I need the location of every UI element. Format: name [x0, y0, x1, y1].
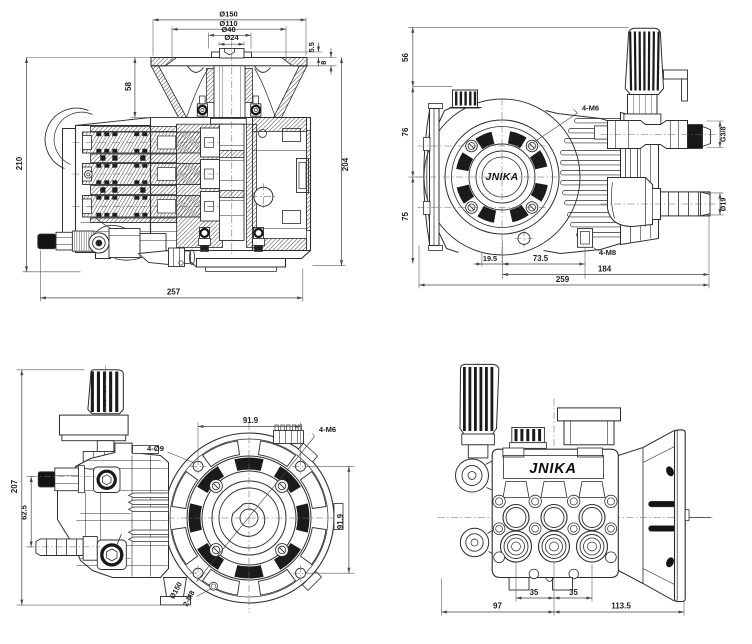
svg-text:97: 97 [493, 602, 502, 611]
svg-text:76: 76 [401, 127, 410, 136]
svg-text:58: 58 [124, 82, 133, 91]
svg-text:JNIKA: JNIKA [529, 461, 577, 477]
svg-text:35: 35 [569, 588, 578, 597]
svg-text:204: 204 [341, 157, 350, 171]
svg-text:257: 257 [167, 287, 181, 296]
svg-text:G3/8: G3/8 [719, 127, 728, 143]
svg-text:4-Ø9: 4-Ø9 [147, 444, 164, 453]
svg-text:210: 210 [15, 156, 24, 170]
svg-text:184: 184 [598, 265, 612, 274]
svg-text:5.5: 5.5 [307, 42, 316, 52]
svg-text:73.5: 73.5 [533, 254, 549, 263]
svg-text:Ø110: Ø110 [219, 19, 237, 28]
svg-text:Ø40: Ø40 [221, 25, 235, 34]
svg-text:75: 75 [401, 212, 410, 221]
svg-text:259: 259 [556, 275, 570, 284]
svg-text:4-M6: 4-M6 [582, 104, 599, 113]
svg-text:113.5: 113.5 [611, 602, 631, 611]
svg-text:91.9: 91.9 [243, 416, 259, 425]
svg-text:4-M6: 4-M6 [319, 425, 336, 434]
svg-text:Ø150: Ø150 [219, 9, 238, 18]
svg-text:Ø19: Ø19 [719, 198, 728, 212]
svg-text:Ø24: Ø24 [224, 33, 239, 42]
svg-text:207: 207 [10, 479, 19, 493]
svg-text:35: 35 [530, 588, 539, 597]
svg-text:62.5: 62.5 [20, 504, 29, 520]
svg-text:8: 8 [319, 61, 328, 65]
svg-text:91.9: 91.9 [336, 513, 345, 529]
svg-text:4-M8: 4-M8 [599, 248, 616, 257]
svg-text:19.5: 19.5 [483, 254, 497, 263]
svg-text:56: 56 [401, 53, 410, 62]
